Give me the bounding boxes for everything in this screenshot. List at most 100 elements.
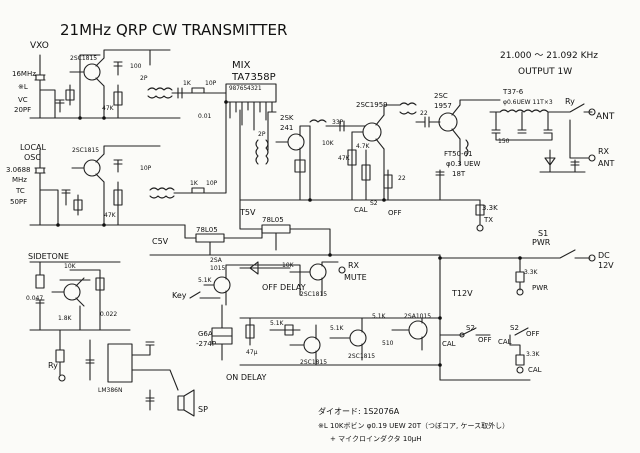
local-osc-label2: OSC <box>24 153 41 162</box>
s2-right-label: S2 <box>510 324 519 332</box>
sidetone-0022-label: 0.022 <box>100 311 117 318</box>
sidetone-circuit <box>29 261 131 331</box>
rx-mute-tr-label: 2SC1815 <box>300 291 327 298</box>
rx-ant-label2: ANT <box>598 159 614 168</box>
relay-name-label: G6A <box>198 330 213 338</box>
rx-10k-label: 10K <box>282 262 295 269</box>
local-osc-crystal2: MHz <box>12 176 27 184</box>
t2sa-label: 2SA <box>210 257 223 264</box>
on-tr2-label: 2SC1815 <box>348 353 375 360</box>
rx-mute-label2: MUTE <box>344 273 367 282</box>
cal-label: CAL <box>354 206 368 214</box>
key-label: Key <box>172 291 187 300</box>
on-51k2-label: 5.1K <box>330 325 345 332</box>
local-1k-label: 1K <box>190 180 199 187</box>
on-delay-label: ON DELAY <box>226 373 267 382</box>
relay-ant-circuit <box>539 103 596 173</box>
freq-range-text: 21.000 〜 21.092 KHz <box>500 51 598 61</box>
reg2-label: 78L05 <box>262 216 284 224</box>
local-osc-tc-label: TC <box>15 187 25 195</box>
vxo-2p-label: 2P <box>140 75 148 82</box>
tx-33k-label: 3.3K <box>482 204 498 212</box>
lpf-circuit <box>489 109 559 141</box>
output-text: OUTPUT 1W <box>518 67 572 77</box>
vxo-l-label: ※L <box>18 83 28 91</box>
reg1-label: 78L05 <box>196 226 218 234</box>
vxo-001-label: 0.01 <box>198 113 212 120</box>
core-turns-label: 18T <box>452 170 466 178</box>
vxo-10p-label: 10P <box>205 80 217 87</box>
on-510-label: 510 <box>382 340 394 347</box>
t2sa-label2: 1015 <box>210 265 225 272</box>
lpf-cap-label: 150 <box>498 138 510 145</box>
driver-47k2-label: 4.7K <box>356 143 371 150</box>
stage-2sk-label1: 2SK <box>280 114 294 122</box>
on-tr3-label: 2SA1015 <box>404 313 431 320</box>
vxo-300-label: 47K <box>102 105 115 112</box>
dc-label2: 12V <box>598 261 614 270</box>
s2-label-top: S2 <box>370 200 378 207</box>
s2-off-label: OFF <box>388 209 402 217</box>
regulator-circuit <box>149 109 441 256</box>
note-coil2: + マイクロインダクタ 10μH <box>330 434 422 443</box>
off-right-label: OFF <box>526 330 540 338</box>
driver-33p-label: 33P <box>332 119 344 126</box>
s2-cal-circuit <box>439 327 531 381</box>
local-osc-label1: LOCAL <box>20 143 47 152</box>
driver-47k-label: 47K <box>338 155 351 162</box>
mix-label: MIX <box>232 60 251 71</box>
sp-label: SP <box>198 405 208 414</box>
local-300-label: 47K <box>104 212 117 219</box>
vxo-label: VXO <box>30 41 49 51</box>
ry-label: Ry <box>565 97 575 106</box>
local-10p-label: 10P <box>140 165 152 172</box>
dc-label1: DC <box>598 251 610 260</box>
pwr-33k-label: 3.3K <box>524 269 539 276</box>
sidetone-label: SIDETONE <box>28 252 69 261</box>
local-osc-tr-label: 2SC1815 <box>72 147 99 154</box>
local-10p2-label: 10P <box>206 180 218 187</box>
note-coil1: ※L 10Kボビン φ0.19 UEW 20T（つぼコア, ケース取外し） <box>318 421 509 430</box>
rx-ant-label1: RX <box>598 147 610 156</box>
cal-33k-label: 3.3K <box>526 351 541 358</box>
on-47u-label: 47μ <box>246 349 258 356</box>
stage-10k-label: 10K <box>322 140 335 147</box>
local-osc-circuit <box>29 145 186 226</box>
cal-mid-label: CAL <box>442 340 456 348</box>
stage-2p-label: 2P <box>258 131 266 138</box>
sidetone-10k-label: 10K <box>64 263 77 270</box>
on-tr1-label: 2SC1815 <box>300 359 327 366</box>
vxo-tr-label: 2SC1815 <box>70 55 97 62</box>
on-51k3-label: 5.1K <box>372 313 387 320</box>
note-diode: ダイオード: 1S2076A <box>318 406 400 416</box>
stage-2sk-label2: 241 <box>280 124 293 132</box>
s1-label: S1 <box>538 229 548 238</box>
t5v-label: T5V <box>239 208 256 217</box>
key-51k-label: 5.1K <box>198 277 213 284</box>
vxo-r-label: 100 <box>130 63 142 70</box>
final-circuit <box>415 99 501 201</box>
rx-mute-circuit <box>239 261 346 296</box>
local-osc-transformer <box>149 101 227 199</box>
led-tx-label: TX <box>483 216 493 224</box>
driver-tr-label: 2SC1959 <box>356 101 388 109</box>
off-delay-label: OFF DELAY <box>262 283 306 292</box>
mix-ic-label: TA7358P <box>231 72 276 83</box>
final-tr-label1: 2SC <box>434 92 448 100</box>
junction-dots <box>56 100 522 367</box>
vxo-1k-label: 1K <box>183 80 192 87</box>
mix-pin-lines <box>229 101 273 131</box>
lm386-circuit <box>55 329 195 417</box>
led-cal-label: CAL <box>528 366 542 374</box>
lpf-wire-label: φ0.6UEW 11T×3 <box>503 99 553 106</box>
vxo-transformer <box>147 87 227 99</box>
on-delay-circuit <box>239 317 441 366</box>
title-text: 21MHz QRP CW TRANSMITTER <box>60 21 287 39</box>
driver-circuit <box>329 102 441 201</box>
local-osc-tc-value: 50PF <box>10 198 27 206</box>
mix-pins-label: 987654321 <box>229 85 262 92</box>
vxo-crystal-label: 16MHz <box>12 70 36 78</box>
lpf-core-label: T37-6 <box>502 88 524 96</box>
c5v-label: C5V <box>152 237 169 246</box>
